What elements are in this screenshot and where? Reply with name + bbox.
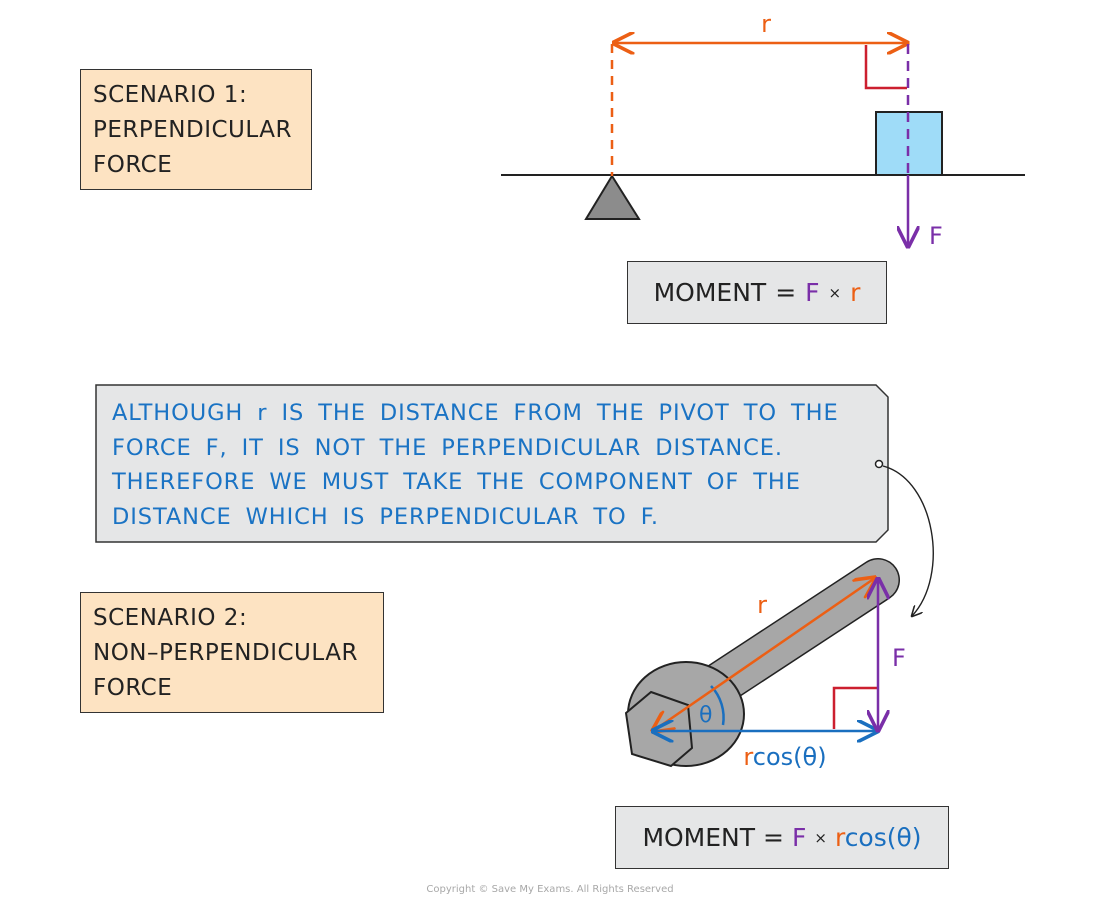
- callout-connector-arrow: [882, 465, 934, 616]
- note-line-3: THEREFORE WE MUST TAKE THE COMPONENT OF …: [112, 469, 801, 495]
- scenario-1-label: SCENARIO 1: PERPENDICULAR FORCE: [80, 69, 312, 190]
- pivot-triangle: [584, 174, 641, 220]
- distance-r-diagonal-arrow: [653, 578, 875, 731]
- force-f-label-2: F: [892, 644, 906, 672]
- angle-theta-label: θ: [699, 703, 712, 728]
- scenario-2-line-1: SCENARIO 2:: [93, 605, 248, 631]
- formula-distance: r: [850, 278, 861, 307]
- formula-force: F: [805, 278, 820, 307]
- scenario-1-line-1: SCENARIO 1:: [93, 82, 248, 108]
- scenario-1-line-3: FORCE: [93, 152, 173, 178]
- note-text: ALTHOUGH r IS THE DISTANCE FROM THE PIVO…: [112, 396, 872, 534]
- component-label-cos: cos(θ): [753, 743, 827, 771]
- note-callout-box: [95, 384, 889, 543]
- equals-sign-2: =: [763, 823, 784, 852]
- distance-r-label: r: [761, 10, 771, 38]
- moment-formula-2: MOMENT = F × rcos(θ): [615, 806, 949, 869]
- right-angle-marker: [864, 45, 907, 90]
- scenario-2-line-3: FORCE: [93, 675, 173, 701]
- moment-word: MOMENT: [653, 278, 767, 307]
- note-line-2: FORCE F, IT IS NOT THE PERPENDICULAR DIS…: [112, 434, 783, 461]
- component-rcos-label: rcos(θ): [743, 743, 826, 771]
- component-label-r: r: [743, 743, 753, 771]
- distance-r-diagonal-label: r: [757, 591, 767, 619]
- scenario-2-line-2: NON–PERPENDICULAR: [93, 640, 358, 666]
- formula-distance-r: r: [834, 823, 845, 852]
- scenario-1-line-2: PERPENDICULAR: [93, 117, 292, 143]
- times-sign-2: ×: [814, 828, 827, 847]
- moment-formula-1: MOMENT = F × r: [627, 261, 887, 324]
- scenario-2-diagram: θ r rcos(θ) F: [624, 558, 906, 771]
- copyright-footer: Copyright © Save My Exams. All Rights Re…: [426, 884, 674, 895]
- formula-distance-cos: cos(θ): [844, 823, 922, 852]
- right-angle-marker-2: [832, 686, 877, 729]
- note-line-1: ALTHOUGH r IS THE DISTANCE FROM THE PIVO…: [112, 400, 839, 426]
- moment-word-2: MOMENT: [642, 823, 756, 852]
- formula-distance-2: rcos(θ): [835, 823, 922, 852]
- scenario-1-diagram: r F: [501, 10, 1025, 250]
- scenario-2-label: SCENARIO 2: NON–PERPENDICULAR FORCE: [80, 592, 384, 713]
- note-line-4: DISTANCE WHICH IS PERPENDICULAR TO F.: [112, 503, 659, 530]
- formula-force-2: F: [791, 823, 807, 852]
- times-sign: ×: [828, 283, 842, 302]
- callout-connector-dot: [874, 459, 884, 469]
- equals-sign: =: [775, 278, 797, 307]
- force-f-label: F: [929, 222, 943, 250]
